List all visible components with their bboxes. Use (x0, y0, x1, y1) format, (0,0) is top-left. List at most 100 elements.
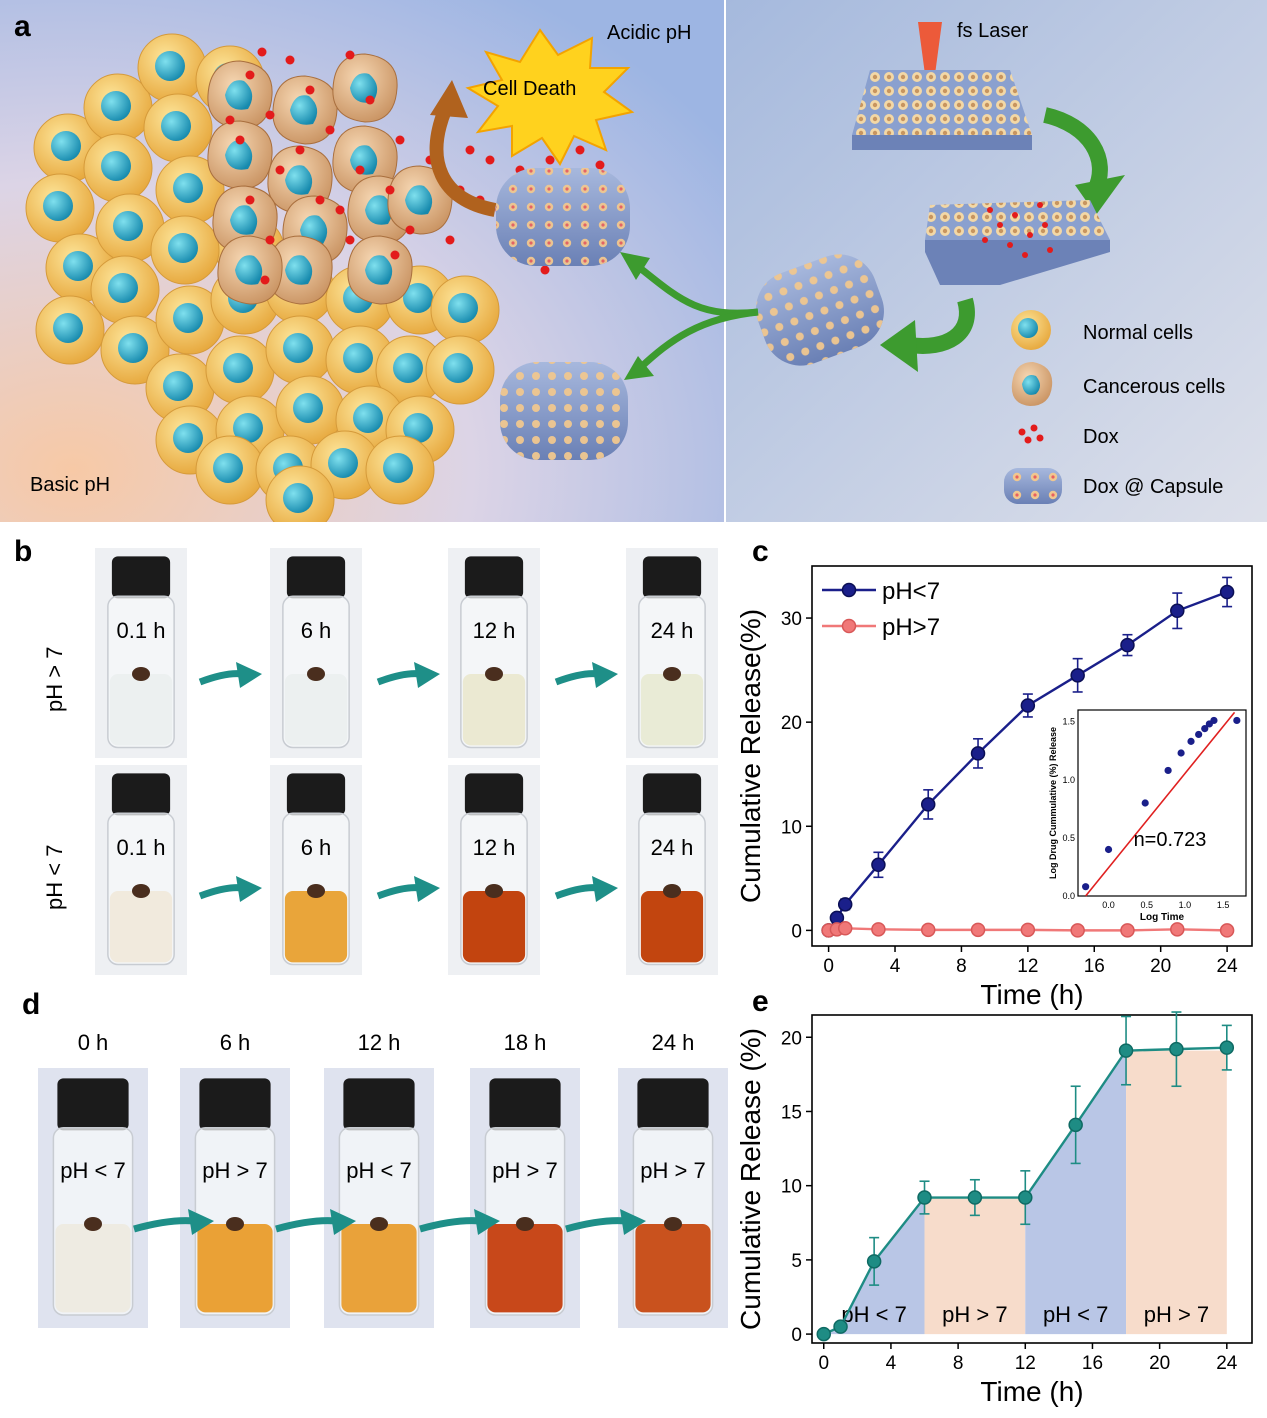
dox-dot (575, 145, 585, 155)
time-point-label: 24 h (651, 1030, 695, 1055)
data-point (816, 1326, 832, 1342)
vial-switch-4: pH > 7 (618, 1068, 728, 1328)
dox-dot (485, 155, 495, 165)
vial-cap (642, 773, 702, 816)
transfer-arrow-d-3 (565, 1209, 646, 1235)
wafer-dox-dot (997, 222, 1003, 228)
vial-cap (57, 1078, 129, 1131)
dox-particles (225, 47, 605, 285)
vial-time-label: 24 h (650, 835, 694, 860)
legend-marker (841, 618, 857, 634)
legend-cancerous-cells: Cancerous cells (1083, 376, 1226, 398)
capsule-sample (663, 884, 681, 898)
normal-cell (35, 295, 105, 365)
vial-liquid (462, 891, 526, 963)
release-series-line (823, 1046, 1227, 1336)
data-point (1219, 923, 1235, 938)
plot-frame (811, 1014, 1253, 1344)
inset-point (1195, 730, 1203, 739)
ph-band-label: pH > 7 (1144, 1302, 1209, 1327)
capsule-closed-icon (500, 362, 628, 460)
vial-drawing (638, 556, 706, 749)
laser-substrate (852, 70, 1032, 150)
dox-dots-icon (1018, 424, 1044, 444)
vial-time-label: pH > 7 (492, 1158, 558, 1183)
dox-dot (545, 155, 555, 165)
vial-time-label: pH > 7 (202, 1158, 268, 1183)
data-point (920, 797, 936, 812)
x-tick-label: 8 (953, 1353, 964, 1374)
wafer-dox-dot (1007, 242, 1013, 248)
dox-dot (540, 265, 550, 275)
x-tick-label: 0 (818, 1353, 829, 1374)
legend-marker (841, 582, 857, 598)
wafer-dox-dot (1012, 212, 1018, 218)
x-tick-label: 12 (1015, 1353, 1036, 1374)
transfer-arrow-d-0 (133, 1209, 214, 1235)
vial-drawing (282, 556, 350, 749)
data-point (1170, 603, 1185, 619)
data-point (970, 922, 986, 938)
vial-liquid (635, 1224, 711, 1313)
dox-dot (335, 205, 345, 215)
vial-switch-1: pH > 7 (180, 1068, 290, 1328)
data-point (1020, 922, 1036, 938)
dox-dot (265, 110, 275, 120)
cancer-cell (347, 235, 413, 305)
wafer-dox-dot (1037, 202, 1043, 208)
x-tick-label: 0 (823, 956, 834, 977)
inset-x-tick-label: 0.5 (1140, 900, 1153, 910)
release-series (816, 1011, 1235, 1342)
panel-letter-d: d (22, 988, 41, 1021)
capsule-sample (485, 884, 503, 898)
vial-cap (464, 773, 524, 816)
normal-cell (150, 215, 220, 285)
capsule-sample (307, 667, 325, 681)
vial-drawing (52, 1078, 134, 1316)
x-tick-label: 8 (956, 956, 967, 977)
inset-point (1187, 737, 1195, 745)
legend-label: pH<7 (882, 578, 940, 605)
vial-drawing (338, 1078, 420, 1316)
x-axis-label: Time (h) (980, 979, 1083, 1010)
vial-drawing (460, 556, 528, 749)
capsule-sample (516, 1217, 534, 1231)
normal-cell (83, 133, 153, 203)
wafer-dox-dot (982, 237, 988, 243)
normal-cell (155, 155, 225, 225)
capsule-loaded-icon (756, 254, 884, 366)
inset-point (1210, 716, 1218, 725)
dox-dot (265, 235, 275, 245)
y-axis-label: Cumulative Release (%) (735, 1028, 766, 1330)
inset-y-tick-label: 1.5 (1062, 717, 1075, 727)
time-point-label: 6 h (219, 1030, 251, 1055)
vial-drawing (632, 1078, 714, 1316)
normal-cell (265, 465, 335, 522)
dox-dot (595, 160, 605, 170)
cancer-cell (207, 120, 273, 190)
cancer-cell (212, 185, 278, 255)
inset-point (1233, 716, 1241, 725)
cancer-cell (207, 60, 273, 130)
vial-cap (343, 1078, 415, 1131)
dox-dot (405, 225, 415, 235)
dox-dot (315, 195, 325, 205)
dox-dot (225, 115, 235, 125)
vial-acidic-1: 6 h (270, 765, 362, 975)
dox-dot (395, 135, 405, 145)
patterned-wafer (925, 200, 1110, 285)
ph-band-label: pH < 7 (1043, 1302, 1108, 1327)
dox-dot (305, 85, 315, 95)
inset-y-tick-label: 1.0 (1062, 775, 1075, 785)
vial-time-label: pH < 7 (346, 1158, 412, 1183)
inset-point (1177, 749, 1185, 757)
y-tick-label: 0 (791, 921, 802, 942)
inset-point (1082, 883, 1090, 891)
inset-y-tick-label: 0.0 (1062, 891, 1075, 901)
capsule-sample (370, 1217, 388, 1231)
y-tick-label: 30 (781, 609, 802, 630)
vial-liquid (640, 674, 704, 746)
vial-drawing (484, 1078, 566, 1316)
vial-cap (111, 773, 171, 816)
